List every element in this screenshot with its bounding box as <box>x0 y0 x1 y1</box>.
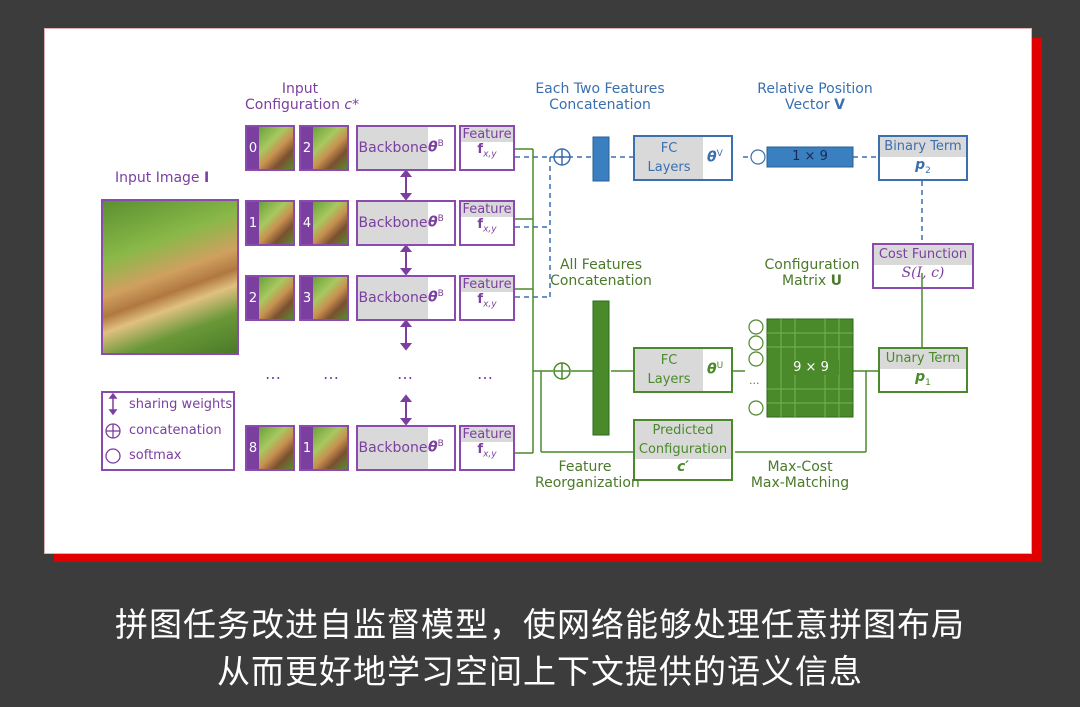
tile-row3-b: 1 <box>299 425 349 471</box>
backbone-box-1: Backbone θB <box>356 200 456 246</box>
ellipsis-3: … <box>397 364 415 383</box>
feature-box-0: Feature fx,y <box>459 125 515 171</box>
feature-box-2: Feature fx,y <box>459 275 515 321</box>
tile-row2-a: 2 <box>245 275 295 321</box>
tile-row3-a: 8 <box>245 425 295 471</box>
cost-function: Cost Function S(I, c) <box>872 243 974 289</box>
backbone-param: θB <box>428 289 444 306</box>
backbone-box-0: Backbone θB <box>356 125 456 171</box>
vector-size: 1 × 9 <box>792 149 828 164</box>
input-config-label: Input Configuration c* <box>245 81 360 113</box>
backbone-param: θB <box>428 139 444 156</box>
backbone-param: θB <box>428 214 444 231</box>
feature-box-1: Feature fx,y <box>459 200 515 246</box>
diagram-connectors <box>105 136 923 464</box>
matrix-size: 9 × 9 <box>783 360 839 375</box>
unary-term: Unary Term p1 <box>878 347 968 393</box>
legend: sharing weights concatenation softmax <box>101 391 235 471</box>
tile-row2-b: 3 <box>299 275 349 321</box>
tile-row0-a: 0 <box>245 125 295 171</box>
tile-row1-a: 1 <box>245 200 295 246</box>
caption-line-1: 拼图任务改进自监督模型，使网络能够处理任意拼图布局 <box>115 605 965 644</box>
tile-row0-b: 2 <box>299 125 349 171</box>
feature-box-3: Feature fx,y <box>459 425 515 471</box>
input-image-label: Input Image I <box>115 170 210 186</box>
ellipsis-1: … <box>265 364 283 383</box>
caption-line-2: 从而更好地学习空间上下文提供的语义信息 <box>217 652 863 691</box>
binary-term: Binary Term p2 <box>878 135 968 181</box>
backbone-box-2: Backbone θB <box>356 275 456 321</box>
input-image <box>101 199 239 355</box>
rel-pos-label: Relative Position Vector V <box>757 81 873 113</box>
backbone-box-3: Backbone θB <box>356 425 456 471</box>
backbone-param: θB <box>428 439 444 456</box>
ellipsis-4: … <box>477 364 495 383</box>
config-matrix-label: Configuration Matrix U <box>764 257 860 289</box>
diagram-card: Input Image I Input Configuration c* 0 2… <box>44 28 1032 554</box>
tile-row1-b: 4 <box>299 200 349 246</box>
matrix-dots: ··· <box>749 377 760 390</box>
ellipsis-2: … <box>323 364 341 383</box>
